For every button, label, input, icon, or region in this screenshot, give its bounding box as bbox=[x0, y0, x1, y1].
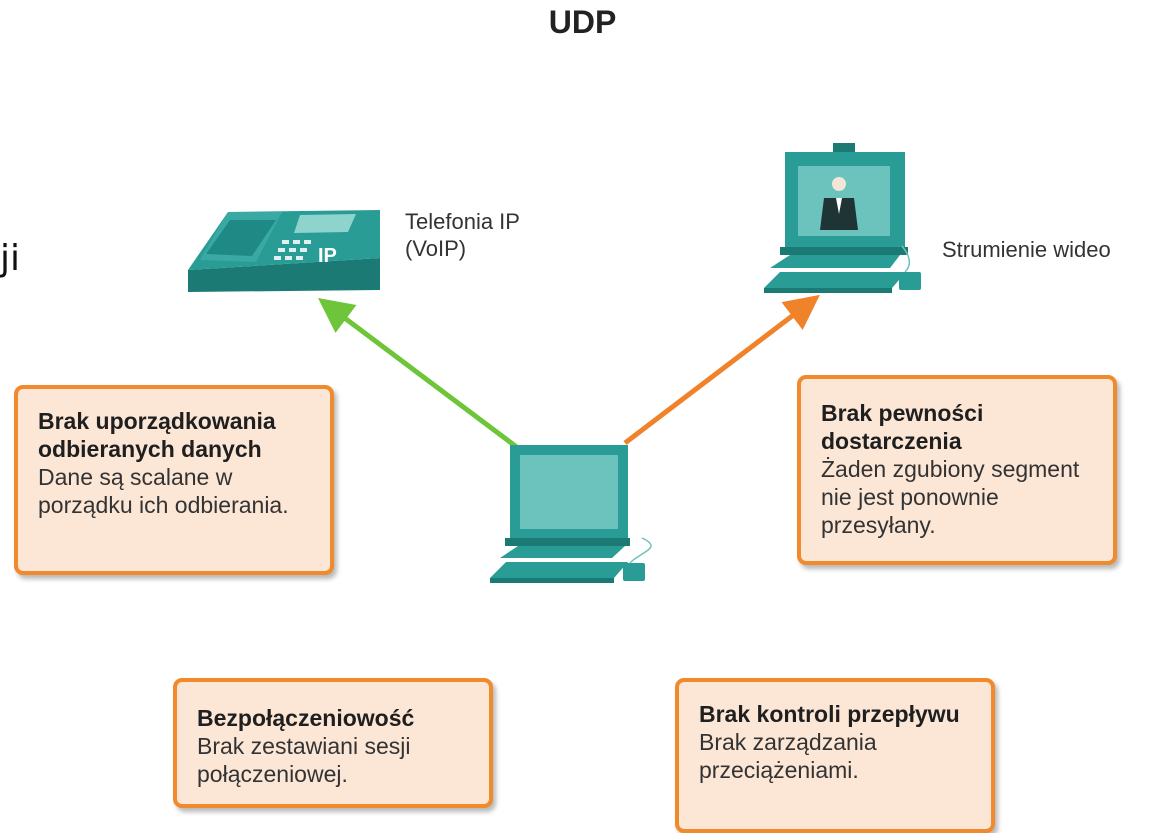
box-no-flow-control: Brak kontroli przepływu Brak zarządzania… bbox=[675, 678, 995, 833]
diagram-title: UDP bbox=[548, 4, 617, 40]
box-no-ordering-heading: Brak uporządkowania odbieranych danych bbox=[38, 408, 276, 462]
phone-badge: IP bbox=[318, 245, 337, 267]
box-connectionless-heading: Bezpołączeniowość bbox=[197, 705, 415, 731]
voip-label-line1: Telefonia IP bbox=[405, 209, 520, 234]
ip-phone-icon: IP bbox=[188, 210, 380, 292]
voip-label-line2: (VoIP) bbox=[405, 236, 467, 261]
box-connectionless-body: Brak zestawiani sesji połączeniowej. bbox=[197, 733, 411, 787]
presenter-figure bbox=[820, 177, 858, 230]
voip-label: Telefonia IP (VoIP) bbox=[405, 208, 520, 262]
box-connectionless: Bezpołączeniowość Brak zestawiani sesji … bbox=[173, 678, 493, 808]
box-no-ordering: Brak uporządkowania odbieranych danych D… bbox=[14, 385, 334, 575]
box-no-flow-control-heading: Brak kontroli przepływu bbox=[699, 701, 960, 727]
box-no-delivery-guarantee-body: Żaden zgubiony segment nie jest ponownie… bbox=[821, 456, 1080, 538]
video-computer-icon bbox=[764, 143, 921, 293]
video-label: Strumienie wideo bbox=[942, 237, 1111, 262]
box-no-delivery-guarantee: Brak pewności dostarczenia Żaden zgubion… bbox=[797, 375, 1117, 565]
arrow-to-video bbox=[623, 294, 820, 445]
box-no-delivery-guarantee-heading: Brak pewności dostarczenia bbox=[821, 400, 984, 454]
arrow-to-voip bbox=[318, 298, 520, 450]
box-no-ordering-body: Dane są scalane w porządku ich odbierani… bbox=[38, 464, 289, 518]
edge-text-fragment: ji bbox=[0, 238, 21, 279]
box-no-flow-control-body: Brak zarządzania przeciążeniami. bbox=[699, 729, 877, 783]
center-computer-icon bbox=[490, 445, 652, 583]
